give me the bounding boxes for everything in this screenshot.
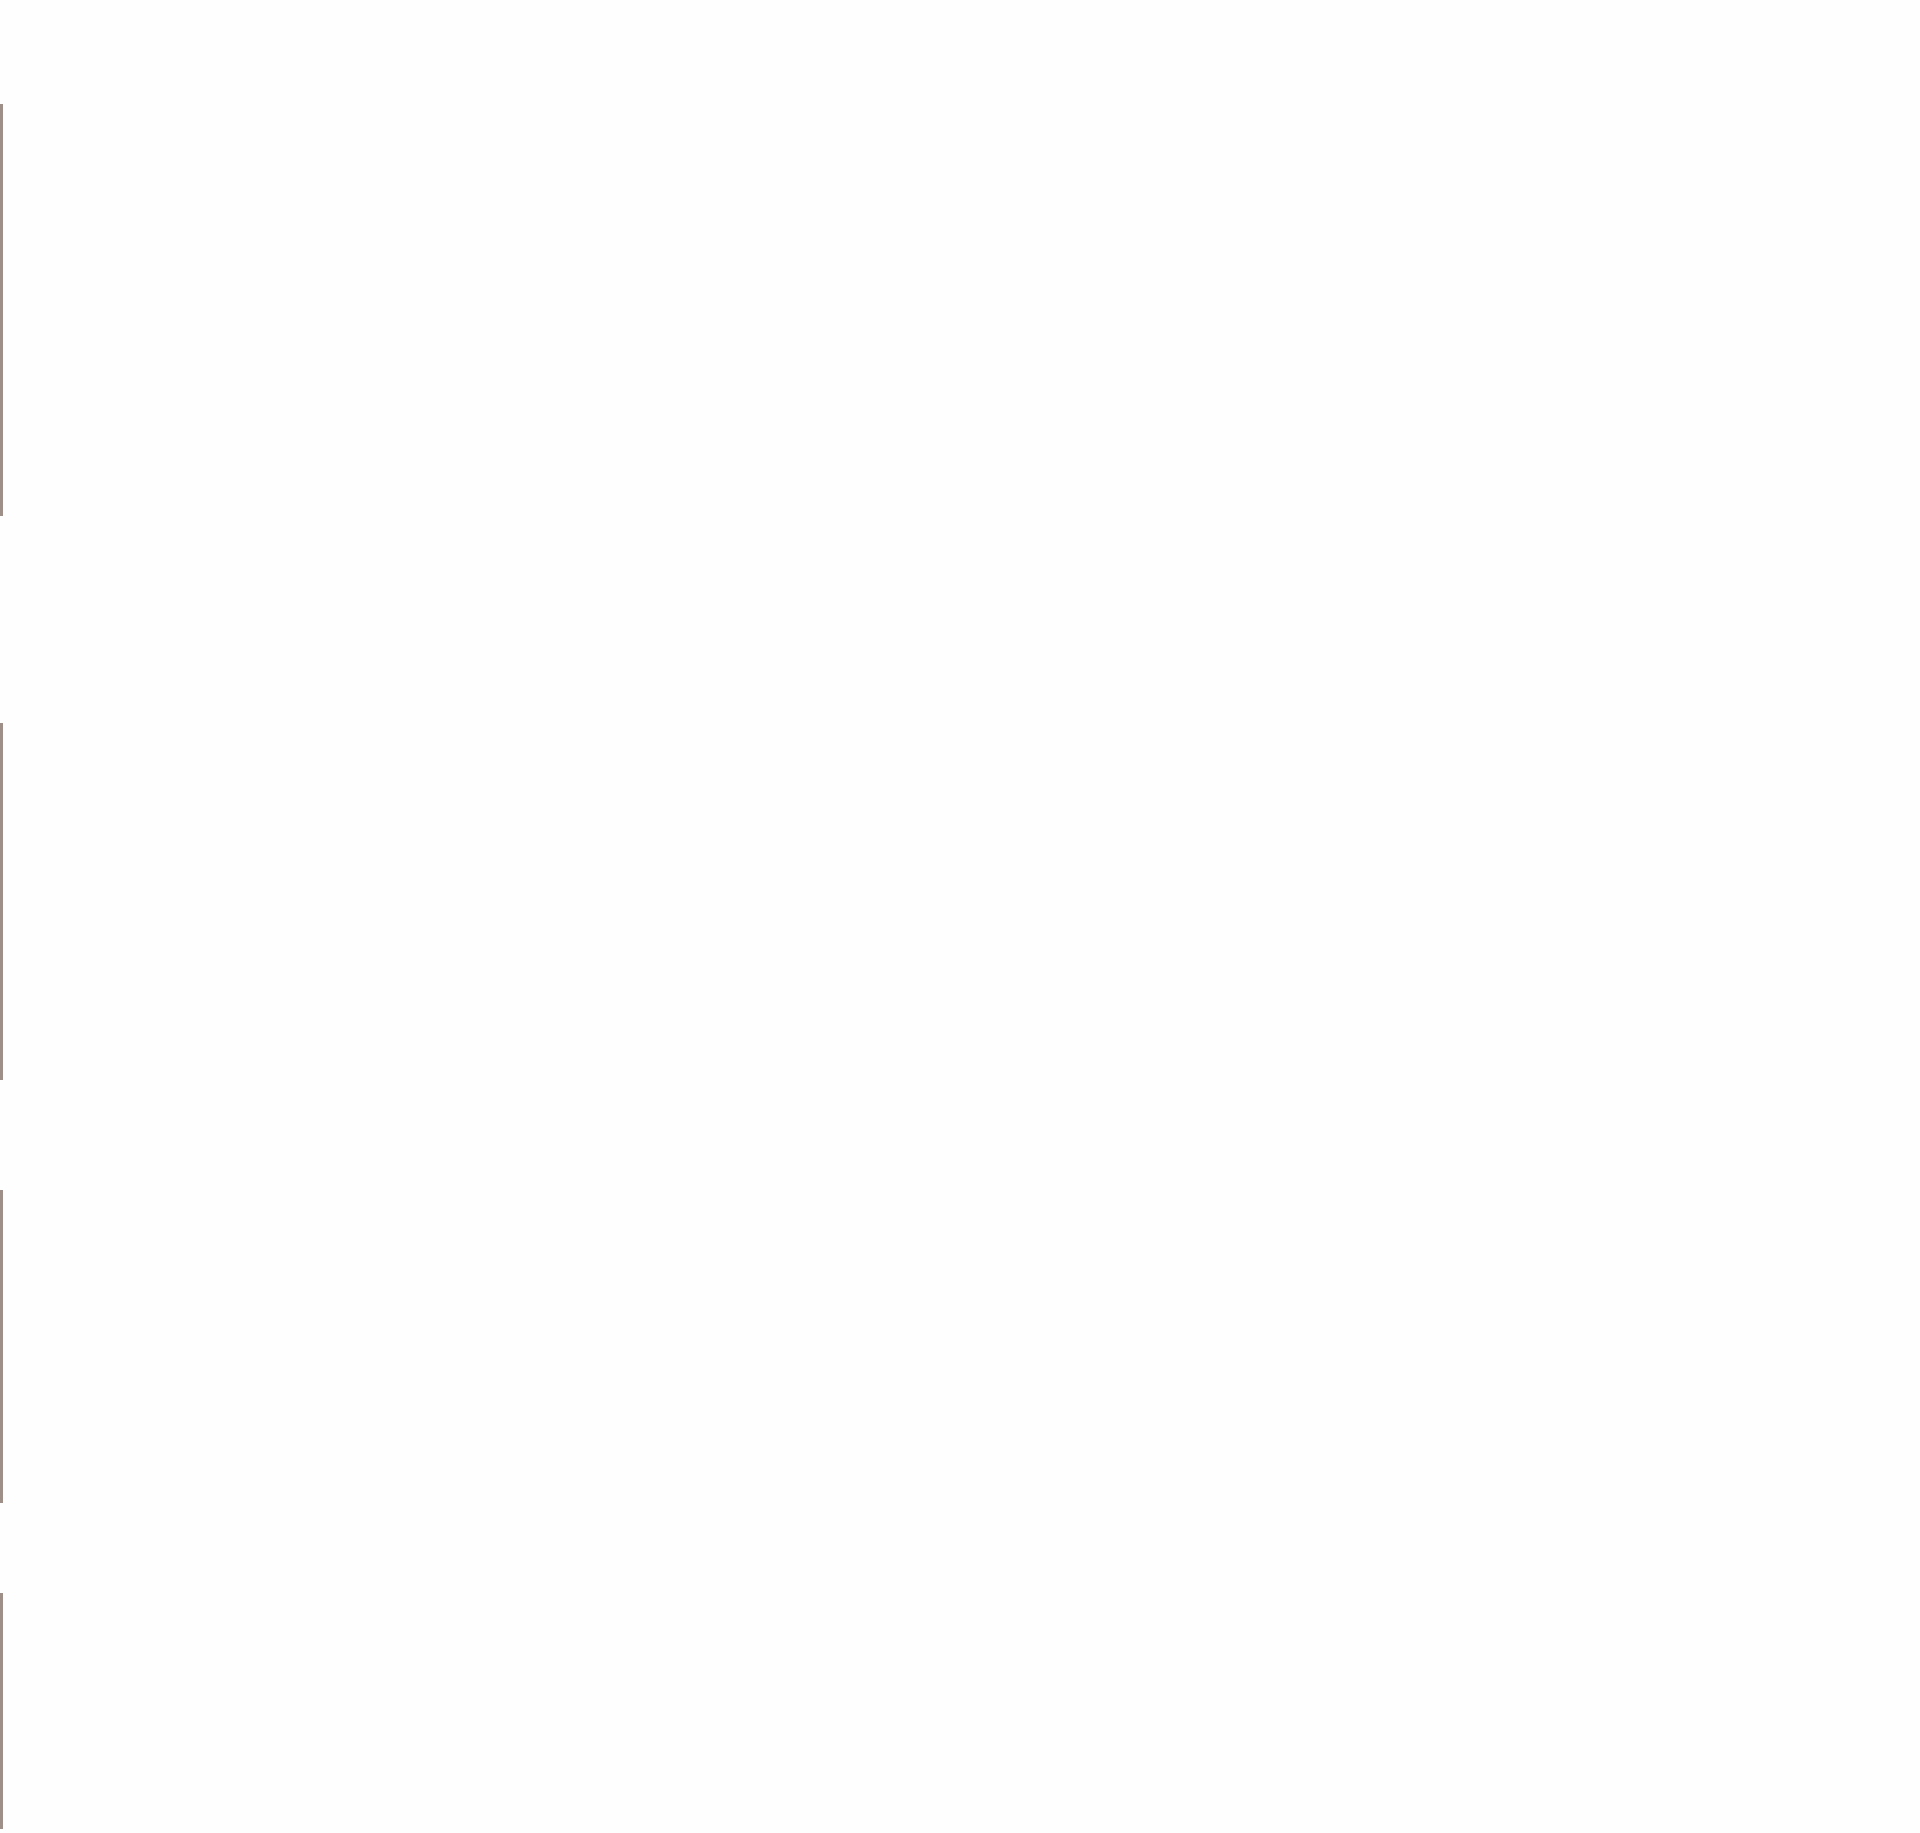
section-divider-4: [0, 1593, 3, 1829]
section-divider-3: [0, 1190, 3, 1503]
section-divider-2: [0, 723, 3, 1080]
section-divider-1: [0, 104, 3, 516]
